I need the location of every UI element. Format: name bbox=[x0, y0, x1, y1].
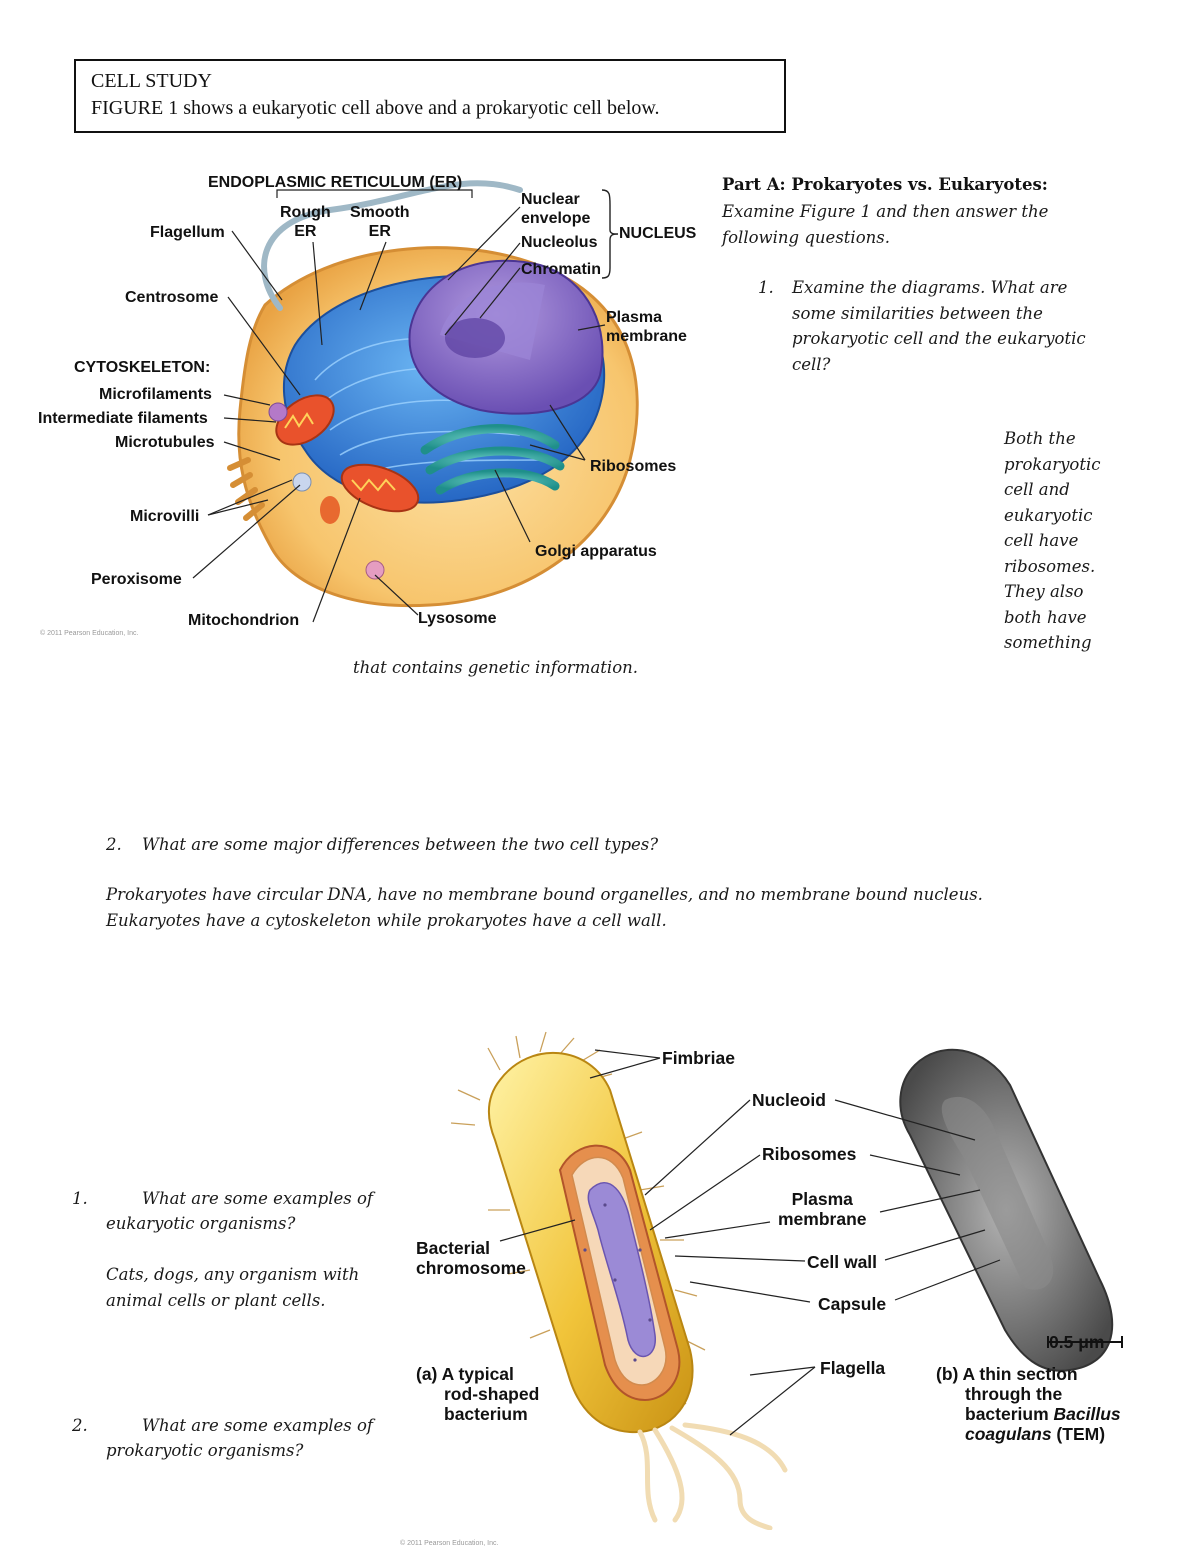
q1-line: cell? bbox=[792, 354, 831, 374]
lower-q1-answer-line1: Cats, dogs, any organism with bbox=[106, 1265, 360, 1284]
q1-answer-line: cell and bbox=[1004, 480, 1070, 499]
nuclear-envelope-label: Nuclear envelope bbox=[521, 190, 590, 228]
rough-er-label: Rough ER bbox=[280, 203, 331, 241]
lower-q2-number: 2. bbox=[72, 1416, 88, 1435]
lower-q1-line1: What are some examples of bbox=[142, 1189, 373, 1208]
q2-answer-line2: Eukaryotes have a cytoskeleton while pro… bbox=[106, 910, 667, 930]
q1-answer-line: something bbox=[1004, 633, 1092, 652]
rough-er-line1: Rough bbox=[280, 204, 331, 221]
caption-b: (b) A thin section through the bacterium… bbox=[936, 1364, 1121, 1444]
prokaryote-copyright: © 2011 Pearson Education, Inc. bbox=[400, 1540, 499, 1547]
bacterial-chromosome-label: Bacterial chromosome bbox=[416, 1238, 526, 1278]
q1-line: prokaryotic cell and the eukaryotic bbox=[792, 329, 1086, 348]
q1-answer-line: They also bbox=[1004, 582, 1084, 601]
flagella-label: Flagella bbox=[820, 1358, 886, 1378]
microvilli-label: Microvilli bbox=[130, 508, 200, 525]
q2-answer: Prokaryotes have circular DNA, have no m… bbox=[106, 882, 983, 933]
caption-a-line1: (a) A typical bbox=[416, 1364, 514, 1384]
plasma-membrane-label: Plasma membrane bbox=[606, 308, 687, 346]
q2-number: 2. bbox=[106, 835, 122, 854]
cytoskeleton-label: CYTOSKELETON: bbox=[74, 359, 211, 376]
caption-b-line4: coagulans (TEM) bbox=[936, 1424, 1121, 1444]
title-box: CELL STUDY FIGURE 1 shows a eukaryotic c… bbox=[74, 59, 786, 133]
nucleus-label: NUCLEUS bbox=[619, 225, 697, 242]
ribosomes-label: Ribosomes bbox=[590, 458, 677, 475]
q1-answer-line: Both the bbox=[1004, 429, 1076, 448]
mitochondrion-label: Mitochondrion bbox=[188, 612, 300, 629]
lower-q1-number: 1. bbox=[72, 1189, 88, 1208]
q1-answer-line: both have bbox=[1004, 607, 1087, 627]
chromatin-label: Chromatin bbox=[521, 261, 601, 278]
caption-b-species: coagulans bbox=[965, 1424, 1052, 1444]
q1-line: Examine the diagrams. What are bbox=[792, 278, 1068, 297]
eukaryote-copyright: © 2011 Pearson Education, Inc. bbox=[40, 630, 139, 637]
plasma-membrane-pro-line2: membrane bbox=[778, 1209, 867, 1229]
plasma-membrane-label-pro: Plasma membrane bbox=[778, 1189, 867, 1229]
nuclear-envelope-line1: Nuclear bbox=[521, 191, 580, 208]
eukaryotic-cell-illustration bbox=[192, 180, 639, 623]
centrosome-label: Centrosome bbox=[125, 289, 219, 306]
plasma-membrane-line2: membrane bbox=[606, 328, 687, 345]
q1-question: Examine the diagrams. What are some simi… bbox=[792, 275, 1086, 377]
q2-answer-line1: Prokaryotes have circular DNA, have no m… bbox=[106, 885, 983, 904]
lower-q2-line1: What are some examples of bbox=[142, 1416, 373, 1435]
caption-b-line3-prefix: bacterium bbox=[965, 1404, 1054, 1424]
caption-a-line3: bacterium bbox=[444, 1404, 528, 1424]
lower-q1-answer-line2: animal cells or plant cells. bbox=[106, 1290, 326, 1310]
figure-caption: FIGURE 1 shows a eukaryotic cell above a… bbox=[91, 97, 660, 119]
flagellum-label: Flagellum bbox=[150, 224, 225, 241]
smooth-er-line2: ER bbox=[368, 223, 391, 240]
lysosome-label: Lysosome bbox=[418, 610, 497, 627]
q1-answer-line: ribosomes. bbox=[1004, 556, 1096, 576]
nucleolus-label: Nucleolus bbox=[521, 234, 598, 251]
microtubules-label: Microtubules bbox=[115, 434, 215, 451]
part-a-intro-line2: following questions. bbox=[722, 227, 890, 247]
caption-b-genus: Bacillus bbox=[1053, 1404, 1121, 1424]
caption-b-line3: bacterium Bacillus bbox=[936, 1404, 1121, 1424]
plasma-membrane-line1: Plasma bbox=[606, 309, 663, 326]
q1-answer-line: cell have bbox=[1004, 531, 1079, 550]
q1-line: some similarities between the bbox=[792, 303, 1043, 323]
cell-wall-label: Cell wall bbox=[807, 1252, 878, 1272]
rough-er-line2: ER bbox=[294, 223, 317, 240]
er-heading: ENDOPLASMIC RETICULUM (ER) bbox=[208, 174, 463, 191]
lower-q1-line2: eukaryotic organisms? bbox=[106, 1214, 296, 1233]
q1-number: 1. bbox=[758, 278, 774, 297]
part-a-heading: Part A: Prokaryotes vs. Eukaryotes: bbox=[722, 175, 1048, 194]
bacterial-chromosome-line1: Bacterial bbox=[416, 1238, 490, 1258]
smooth-er-line1: Smooth bbox=[350, 204, 410, 221]
ribosomes-label-pro: Ribosomes bbox=[762, 1144, 857, 1164]
part-a-intro: Examine Figure 1 and then answer the fol… bbox=[722, 199, 1048, 250]
q1-answer-tail: that contains genetic information. bbox=[353, 658, 638, 677]
lower-q2-line2: prokaryotic organisms? bbox=[106, 1441, 304, 1460]
q1-answer: Both the prokaryotic cell and eukaryotic… bbox=[1004, 426, 1101, 656]
caption-b-line2: through the bbox=[965, 1384, 1063, 1404]
nucleoid-label: Nucleoid bbox=[752, 1090, 826, 1110]
golgi-label: Golgi apparatus bbox=[535, 543, 657, 560]
part-a-intro-line1: Examine Figure 1 and then answer the bbox=[722, 202, 1049, 221]
bacterial-chromosome-line2: chromosome bbox=[416, 1258, 526, 1278]
scale-bar-label: 0.5 μm bbox=[1049, 1332, 1105, 1352]
prokaryotic-cell-illustration bbox=[450, 1031, 1123, 1530]
caption-a: (a) A typical rod-shaped bacterium bbox=[416, 1364, 539, 1424]
caption-a-line2: rod-shaped bbox=[444, 1384, 540, 1404]
capsule-label: Capsule bbox=[818, 1294, 887, 1314]
caption-b-line1: (b) A thin section bbox=[936, 1364, 1078, 1384]
caption-b-line4-suffix: (TEM) bbox=[1051, 1424, 1106, 1444]
q2-question: What are some major differences between … bbox=[142, 835, 659, 854]
plasma-membrane-pro-line1: Plasma bbox=[791, 1189, 853, 1209]
peroxisome-label: Peroxisome bbox=[91, 571, 182, 588]
title-heading: CELL STUDY bbox=[91, 70, 212, 92]
lower-q1-answer: Cats, dogs, any organism with animal cel… bbox=[106, 1262, 359, 1313]
microfilaments-label: Microfilaments bbox=[99, 386, 212, 403]
q1-answer-line: eukaryotic bbox=[1004, 505, 1093, 525]
q1-answer-line: prokaryotic bbox=[1004, 454, 1101, 474]
smooth-er-label: Smooth ER bbox=[350, 203, 410, 241]
intermediate-filaments-label: Intermediate filaments bbox=[38, 410, 208, 427]
fimbriae-label: Fimbriae bbox=[662, 1048, 735, 1068]
nuclear-envelope-line2: envelope bbox=[521, 210, 591, 227]
